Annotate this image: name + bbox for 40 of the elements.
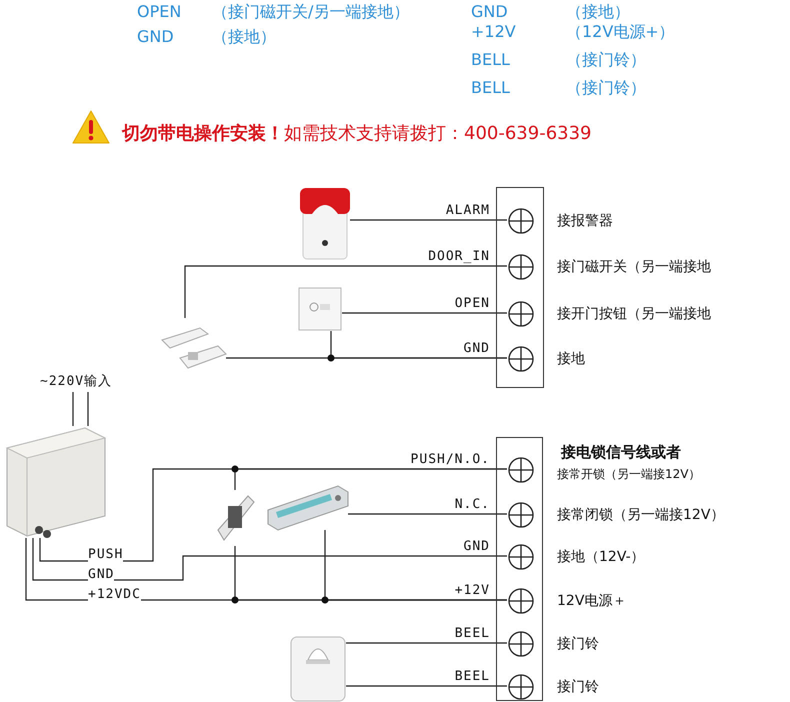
legend-text: BELL <box>471 50 510 70</box>
wire <box>350 219 507 221</box>
wire <box>87 392 89 426</box>
terminal-label: 接报警器 <box>557 212 613 230</box>
legend-text: （接门铃） <box>566 78 646 98</box>
terminal-label: 接地（12V-） <box>557 548 645 566</box>
legend-text: OPEN <box>137 2 182 22</box>
wire <box>346 685 507 687</box>
terminal-label: 接常开锁（另一端接12V） <box>557 466 700 483</box>
legend-text: （接门铃） <box>566 50 646 70</box>
wire <box>72 392 74 426</box>
wire <box>348 513 507 515</box>
terminal-label: 接电锁信号线或者 <box>561 443 681 461</box>
terminal-label: 接开门按钮（另一端接地 <box>557 305 711 323</box>
wire <box>324 530 507 601</box>
terminal-label: 接门铃 <box>557 678 599 696</box>
terminal-label: 接常闭锁（另一端接12V） <box>557 506 724 524</box>
wire <box>346 642 507 644</box>
legend-text: GND <box>137 27 174 47</box>
wire-label: +12VDC <box>88 587 141 602</box>
terminal-label: 接门磁开关（另一端接地 <box>557 258 711 276</box>
wire <box>234 468 507 490</box>
legend-text: GND <box>471 2 508 22</box>
legend-text: +12V <box>471 22 516 42</box>
wire <box>32 538 507 581</box>
warning-text: 切勿带电操作安装！如需技术支持请拨打：400-639-6339 <box>122 122 592 146</box>
legend-text: （接地） <box>566 2 630 22</box>
legend-text: BELL <box>471 78 510 98</box>
wire-label: GND <box>88 567 114 582</box>
legend-text: （接门磁开关/另一端接地） <box>212 2 410 22</box>
wire <box>330 331 507 359</box>
terminal-label: 接门铃 <box>557 635 599 653</box>
terminal-label: 接地 <box>557 350 585 368</box>
legend-text: （接地） <box>212 27 276 47</box>
wire <box>342 312 507 314</box>
legend-text: （12V电源+） <box>566 22 675 42</box>
terminal-label: 12V电源＋ <box>557 592 626 610</box>
wire <box>184 265 507 318</box>
wire-label: DOOR_IN <box>428 249 490 264</box>
wire-label: PUSH <box>88 547 124 562</box>
